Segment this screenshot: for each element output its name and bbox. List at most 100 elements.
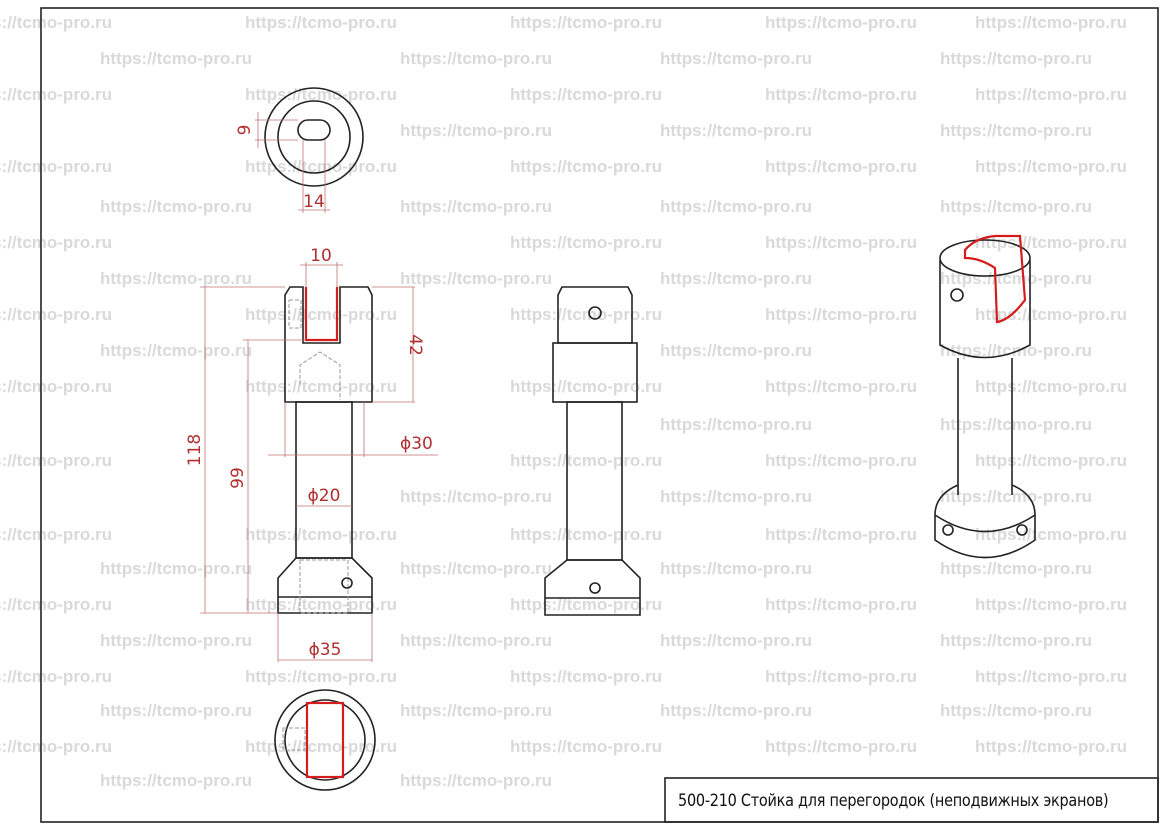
isometric-view xyxy=(934,234,1036,559)
watermark-text: https://tcmo-pro.ru xyxy=(245,305,397,324)
watermark-text: https://tcmo-pro.ru xyxy=(975,233,1127,252)
watermark-text: https://tcmo-pro.ru xyxy=(660,559,812,578)
watermark-text: https://tcmo-pro.ru xyxy=(100,559,252,578)
watermark-text: https://tcmo-pro.ru xyxy=(510,85,662,104)
watermark-text: https://tcmo-pro.ru xyxy=(400,701,552,720)
watermark-text: https://tcmo-pro.ru xyxy=(660,631,812,650)
watermark-text: https://tcmo-pro.ru xyxy=(0,595,112,614)
watermark-text: https://tcmo-pro.ru xyxy=(940,415,1092,434)
watermark-text: https://tcmo-pro.ru xyxy=(765,377,917,396)
watermark-text: https://tcmo-pro.ru xyxy=(765,595,917,614)
watermark-text: https://tcmo-pro.ru xyxy=(975,377,1127,396)
watermark-text: https://tcmo-pro.ru xyxy=(100,771,252,790)
dim-overall-height: 118 xyxy=(185,434,205,466)
watermark-text: https://tcmo-pro.ru xyxy=(940,269,1092,288)
watermark-text: https://tcmo-pro.ru xyxy=(245,13,397,32)
dim-base-diameter: ϕ35 xyxy=(309,640,342,660)
watermark-text: https://tcmo-pro.ru xyxy=(660,197,812,216)
watermark-text: https://tcmo-pro.ru xyxy=(0,451,112,470)
watermark-text: https://tcmo-pro.ru xyxy=(975,85,1127,104)
watermark-text: https://tcmo-pro.ru xyxy=(765,13,917,32)
watermark-text: https://tcmo-pro.ru xyxy=(400,121,552,140)
title-block-text: 500-210 Стойка для перегородок (неподвиж… xyxy=(678,791,1109,811)
watermark-text: https://tcmo-pro.ru xyxy=(975,525,1127,544)
title-block xyxy=(664,777,1159,823)
watermark-text: https://tcmo-pro.ru xyxy=(510,595,662,614)
watermark-text: https://tcmo-pro.ru xyxy=(400,197,552,216)
watermark-text: https://tcmo-pro.ru xyxy=(975,157,1127,176)
watermark-text: https://tcmo-pro.ru xyxy=(660,269,812,288)
watermark-text: https://tcmo-pro.ru xyxy=(400,487,552,506)
watermark-text: https://tcmo-pro.ru xyxy=(975,667,1127,686)
watermark-text: https://tcmo-pro.ru xyxy=(940,487,1092,506)
watermark-text: https://tcmo-pro.ru xyxy=(660,341,812,360)
watermark-text: https://tcmo-pro.ru xyxy=(510,305,662,324)
watermark-text: https://tcmo-pro.ru xyxy=(975,737,1127,756)
watermark-text: https://tcmo-pro.ru xyxy=(0,305,112,324)
watermark-text: https://tcmo-pro.ru xyxy=(940,197,1092,216)
watermark-text: https://tcmo-pro.ru xyxy=(765,233,917,252)
watermark-text: https://tcmo-pro.ru xyxy=(100,701,252,720)
watermark-text: https://tcmo-pro.ru xyxy=(0,525,112,544)
watermark-text: https://tcmo-pro.ru xyxy=(940,631,1092,650)
watermark-text: https://tcmo-pro.ru xyxy=(100,631,252,650)
watermark-text: https://tcmo-pro.ru xyxy=(510,13,662,32)
dim-to-slot-height: 99 xyxy=(228,467,248,489)
side-view xyxy=(544,286,641,616)
watermark-text: https://tcmo-pro.ru xyxy=(765,737,917,756)
watermark-text: https://tcmo-pro.ru xyxy=(765,667,917,686)
watermark-text: https://tcmo-pro.ru xyxy=(975,595,1127,614)
watermark-text: https://tcmo-pro.ru xyxy=(245,157,397,176)
watermark-text: https://tcmo-pro.ru xyxy=(100,269,252,288)
watermark-text: https://tcmo-pro.ru xyxy=(765,305,917,324)
watermark-text: https://tcmo-pro.ru xyxy=(0,377,112,396)
watermark-text: https://tcmo-pro.ru xyxy=(975,451,1127,470)
bottom-view xyxy=(274,689,376,791)
watermark-text: https://tcmo-pro.ru xyxy=(765,525,917,544)
dim-head-diameter: ϕ30 xyxy=(400,434,433,454)
watermark-text: https://tcmo-pro.ru xyxy=(0,13,112,32)
watermark-text: https://tcmo-pro.ru xyxy=(400,559,552,578)
watermark-text: https://tcmo-pro.ru xyxy=(0,667,112,686)
watermark-text: https://tcmo-pro.ru xyxy=(400,49,552,68)
watermark-text: https://tcmo-pro.ru xyxy=(765,157,917,176)
watermark-text: https://tcmo-pro.ru xyxy=(765,85,917,104)
watermark-text: https://tcmo-pro.ru xyxy=(400,269,552,288)
watermark-text: https://tcmo-pro.ru xyxy=(940,121,1092,140)
watermark-text: https://tcmo-pro.ru xyxy=(100,49,252,68)
watermark-text: https://tcmo-pro.ru xyxy=(0,85,112,104)
watermark-text: https://tcmo-pro.ru xyxy=(510,525,662,544)
watermark-text: https://tcmo-pro.ru xyxy=(940,701,1092,720)
dim-slot-height: 9 xyxy=(235,125,255,136)
watermark-text: https://tcmo-pro.ru xyxy=(660,415,812,434)
watermark-text: https://tcmo-pro.ru xyxy=(0,737,112,756)
watermark-text: https://tcmo-pro.ru xyxy=(0,157,112,176)
watermark-layer: https://tcmo-pro.ru https://tcmo-pro.ru ht… xyxy=(0,13,1127,790)
watermark-text: https://tcmo-pro.ru xyxy=(245,525,397,544)
dim-slot-depth: 42 xyxy=(405,334,425,356)
watermark-text: https://tcmo-pro.ru xyxy=(400,771,552,790)
watermark-text: https://tcmo-pro.ru xyxy=(245,377,397,396)
top-view: 9 14 xyxy=(235,87,364,213)
watermark-text: https://tcmo-pro.ru xyxy=(660,49,812,68)
watermark-text: https://tcmo-pro.ru xyxy=(400,631,552,650)
watermark-text: https://tcmo-pro.ru xyxy=(975,305,1127,324)
watermark-text: https://tcmo-pro.ru xyxy=(660,121,812,140)
front-view: 118 99 42 ϕ30 ϕ20 ϕ35 10 xyxy=(185,246,438,662)
watermark-text: https://tcmo-pro.ru xyxy=(510,737,662,756)
watermark-text: https://tcmo-pro.ru xyxy=(975,13,1127,32)
dim-slot-gap: 10 xyxy=(310,246,332,266)
watermark-text: https://tcmo-pro.ru xyxy=(100,197,252,216)
watermark-text: https://tcmo-pro.ru xyxy=(660,487,812,506)
watermark-text: https://tcmo-pro.ru xyxy=(510,233,662,252)
watermark-text: https://tcmo-pro.ru xyxy=(245,667,397,686)
watermark-text: https://tcmo-pro.ru xyxy=(510,377,662,396)
watermark-text: https://tcmo-pro.ru xyxy=(660,701,812,720)
dim-slot-width: 14 xyxy=(303,192,325,212)
watermark-text: https://tcmo-pro.ru xyxy=(765,451,917,470)
drawing-frame xyxy=(40,7,1159,823)
watermark-text: https://tcmo-pro.ru xyxy=(510,451,662,470)
watermark-text: https://tcmo-pro.ru xyxy=(510,157,662,176)
watermark-text: https://tcmo-pro.ru xyxy=(940,559,1092,578)
